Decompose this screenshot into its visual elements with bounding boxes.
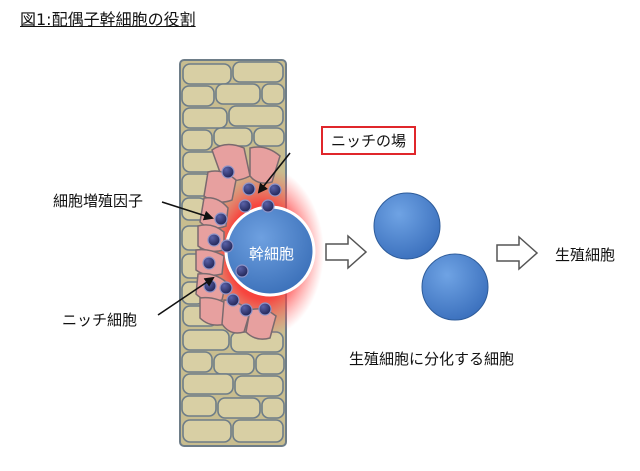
growth-factor-label: 細胞増殖因子	[53, 192, 144, 210]
figure-title: 図1:配偶子幹細胞の役割	[20, 10, 196, 29]
niche-callout-arrow	[257, 152, 291, 194]
niche-cell-label: ニッチ細胞	[62, 311, 138, 329]
tissue-cells	[181, 61, 285, 443]
block-arrow-2	[496, 235, 539, 271]
niche-cell-callout-arrow	[157, 276, 215, 316]
gamete-label: 生殖細胞	[555, 246, 616, 264]
differentiating-cell-1	[373, 192, 441, 260]
niche-place-label: ニッチの場	[321, 126, 417, 155]
growth-factor-dots	[202, 165, 282, 317]
block-arrow-1	[325, 234, 368, 270]
factor-callout-arrow	[161, 201, 214, 221]
stem-cell-label: 幹細胞	[249, 245, 295, 263]
differentiating-cell-2	[421, 253, 489, 321]
differentiating-label: 生殖細胞に分化する細胞	[349, 350, 515, 368]
